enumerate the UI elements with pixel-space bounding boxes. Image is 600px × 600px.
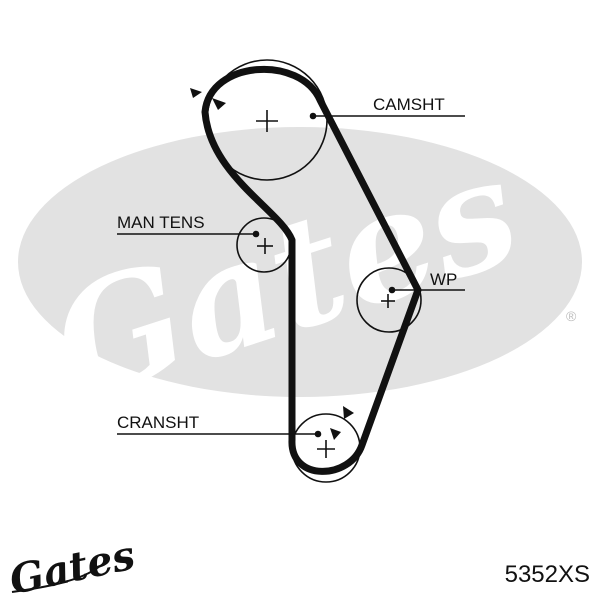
rotation-arrow-icon xyxy=(343,406,354,419)
gates-logo-swoosh xyxy=(11,565,101,593)
crosshair-icon xyxy=(257,238,273,254)
camshaft-label: CAMSHT xyxy=(373,95,445,114)
water-pump-pulley xyxy=(356,267,422,333)
rotation-arrows xyxy=(190,88,354,440)
crosshair-icon xyxy=(317,440,335,458)
watermark-ellipse xyxy=(18,127,582,397)
tensioner-leader-dot xyxy=(252,230,260,238)
watermark-registered-mark: ® xyxy=(566,308,577,324)
leader-lines xyxy=(117,112,465,438)
rotation-arrow-icon xyxy=(212,98,226,110)
water-pump-label: WP xyxy=(430,270,457,289)
rotation-arrow-icon xyxy=(190,88,202,98)
crosshair-icon xyxy=(256,110,278,132)
timing-belt xyxy=(201,65,422,475)
part-number: 5352XS xyxy=(505,561,590,588)
crankshaft-label: CRANSHT xyxy=(117,413,199,432)
crosshair-icons xyxy=(256,110,395,458)
gates-logo-icon: Gates xyxy=(5,532,139,600)
camshaft-leader-dot xyxy=(309,112,317,120)
crankshaft-leader-dot xyxy=(314,430,322,438)
rotation-arrow-icon xyxy=(330,428,341,440)
crosshair-icon xyxy=(381,294,395,308)
tensioner-label: MAN TENS xyxy=(117,213,205,232)
water-pump-leader-dot xyxy=(388,286,396,294)
